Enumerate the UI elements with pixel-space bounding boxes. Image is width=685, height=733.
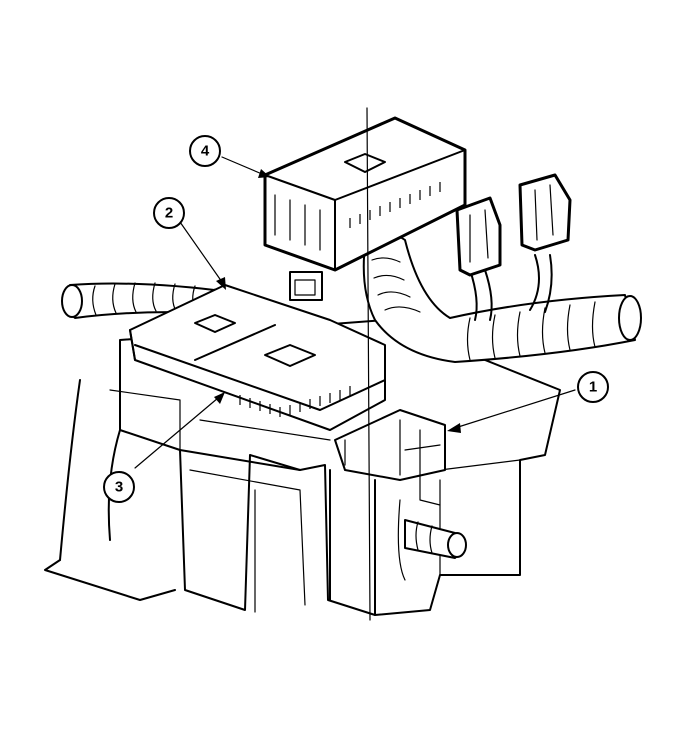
callout-2-label: 2 [165,205,173,222]
callout-1-label: 1 [589,379,597,396]
callout-2: 2 [153,197,185,229]
right-harness [362,232,642,363]
relay-module [129,284,386,431]
lower-harness [397,499,467,581]
callout-4-label: 4 [201,143,210,160]
center-clip [289,271,323,301]
top-cover [263,116,467,272]
callout-1: 1 [577,371,609,403]
callout-3-label: 3 [115,479,123,496]
terminal-connector [334,409,446,506]
alignment-line [366,107,371,621]
connector-plugs [455,173,572,321]
callout-3: 3 [103,471,135,503]
callout-4: 4 [189,135,221,167]
leader-lines [134,156,576,469]
